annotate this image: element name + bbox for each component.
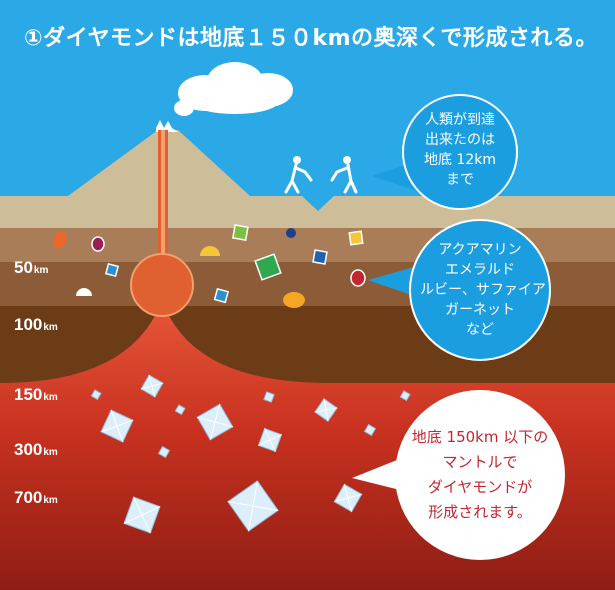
diamond-icon: [140, 374, 164, 398]
diamond-small-icon: [157, 445, 171, 459]
gem-peridot-icon: [232, 224, 249, 241]
diamond-icon: [314, 398, 338, 422]
gem-amber-icon: [283, 292, 305, 308]
callout-gems: [368, 219, 551, 361]
magma-conduit-core: [161, 130, 165, 280]
magma-chamber: [130, 253, 194, 317]
depth-label-700: 700km: [14, 488, 58, 507]
depth-label-150: 150km: [14, 385, 58, 404]
diamonds: [90, 374, 411, 534]
gem-emerald-icon: [254, 253, 282, 281]
stratum-surface: [0, 196, 615, 230]
callout-reach-text: 人類が到達 出来たのは 地底 12km まで: [423, 112, 496, 188]
diamond-icon: [333, 483, 363, 513]
gem-aquamarine-icon: [104, 262, 120, 278]
volcano-crater: [156, 120, 178, 132]
callout-gems-text: アクアマリン エメラルド ルビー、サファイア ガーネット など: [420, 242, 546, 338]
gem-sapphire-icon: [286, 228, 296, 238]
callout-reach: [372, 94, 518, 210]
diamond-icon: [196, 403, 234, 441]
page-title: ①ダイヤモンドは地底１５０kmの奥深くで形成される。: [24, 26, 598, 51]
gems: [53, 224, 366, 308]
depth-label-100: 100km: [14, 315, 58, 334]
ground-dip: [302, 196, 334, 211]
gem-topaz-icon: [348, 230, 364, 246]
gem-white-icon: [76, 288, 92, 296]
gem-orange-icon: [53, 231, 67, 249]
gem-blue-icon: [312, 249, 328, 265]
worker-left-icon: [284, 156, 313, 194]
diamond-small-icon: [263, 391, 275, 403]
worker-right-icon: [330, 156, 358, 194]
callout-diamond-text: 地底 150km 以下の マントルで ダイヤモンドが 形成されます。: [411, 428, 549, 521]
diamond-small-icon: [363, 423, 377, 437]
gem-ruby-icon: [350, 269, 366, 287]
callout-diamond: [352, 390, 565, 560]
diamond-small-icon: [90, 389, 102, 401]
depth-label-50: 50km: [14, 258, 49, 277]
diamond-icon: [123, 496, 161, 534]
gem-blue-small-icon: [213, 287, 230, 304]
smoke-cloud: [174, 62, 293, 116]
gem-yellow-icon: [200, 246, 220, 256]
gem-garnet-icon: [91, 236, 105, 252]
depth-label-300: 300km: [14, 440, 58, 459]
diamond-small-icon: [399, 390, 411, 402]
diamond-icon: [227, 480, 279, 532]
diamond-icon: [100, 409, 134, 443]
diamond-small-icon: [174, 404, 186, 416]
diamond-icon: [257, 427, 283, 453]
